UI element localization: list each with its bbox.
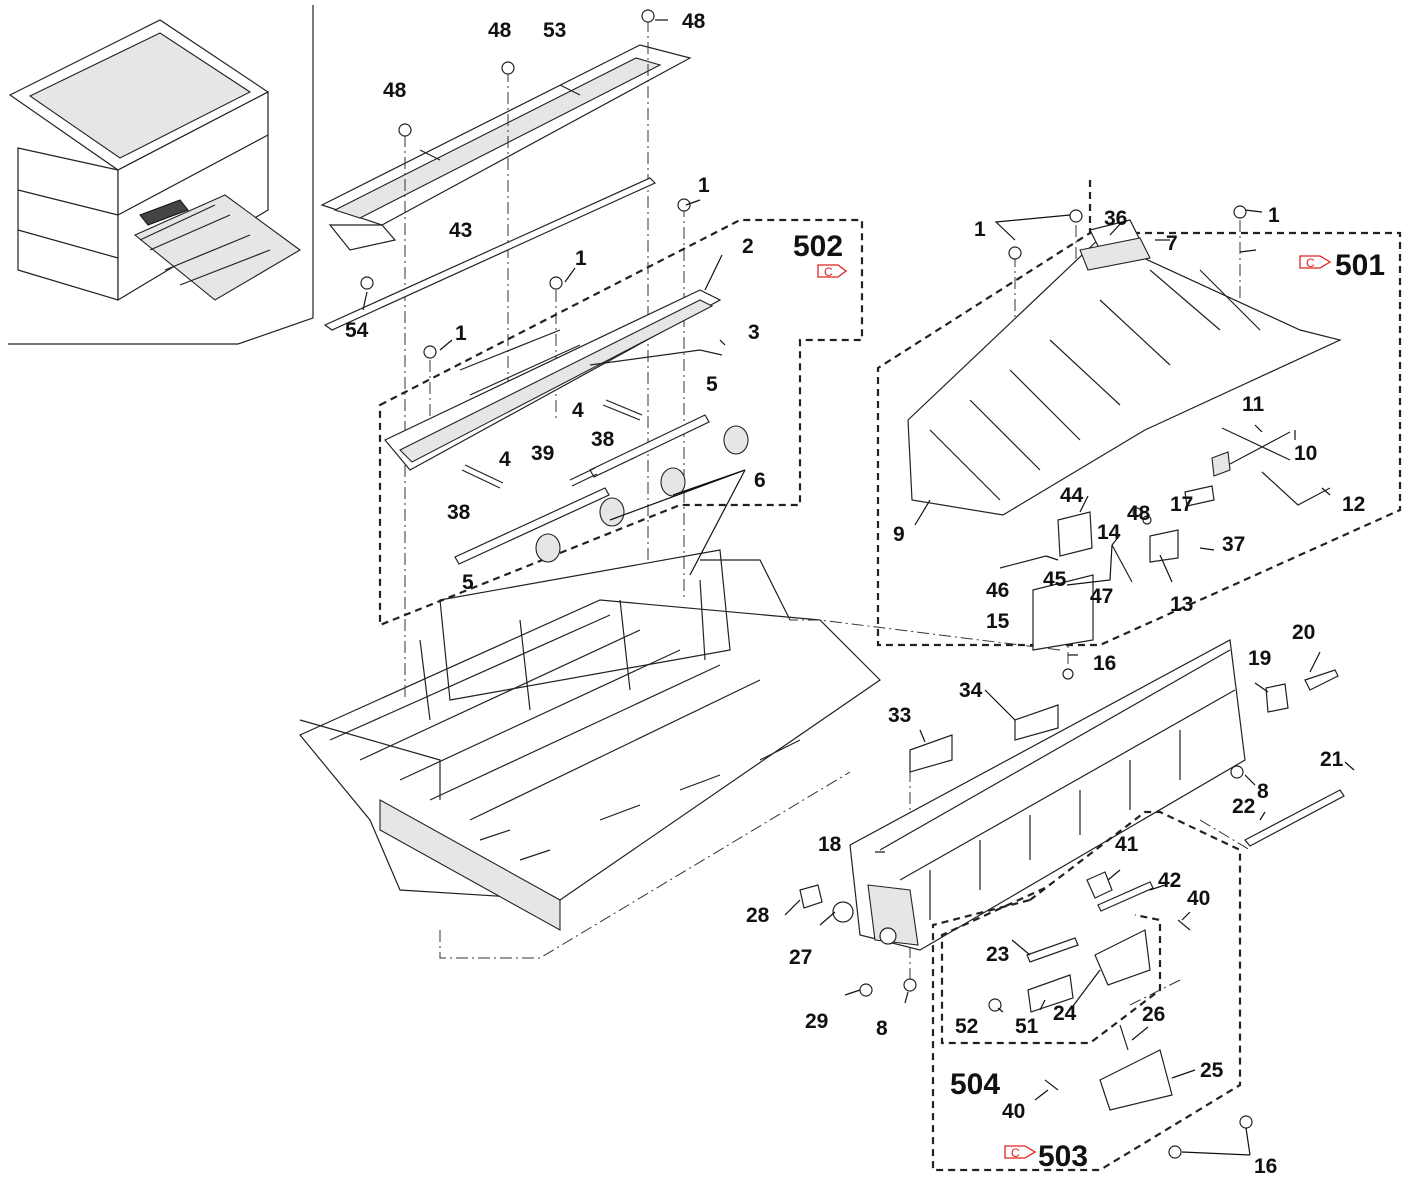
assembly-503-box (931, 810, 1242, 1172)
part-number-labels: 48 48 53 48 1 43 1 2 54 1 3 5 4 38 4 39 … (345, 10, 1365, 1178)
part-label: 40 (1187, 887, 1210, 910)
part-label: 16 (1254, 1155, 1277, 1178)
group-label-504: 504 (950, 1068, 1000, 1101)
ref-mark-502: C (817, 264, 848, 279)
part-label: 11 (1242, 393, 1265, 416)
part-label: 26 (1142, 1003, 1165, 1026)
part-label: 47 (1090, 585, 1113, 608)
part-label: 18 (818, 833, 842, 856)
part-label: 48 (383, 79, 407, 102)
part-label: 25 (1200, 1059, 1224, 1082)
group-label-503: 503 (1038, 1140, 1088, 1173)
svg-text:C: C (1011, 1146, 1020, 1160)
group-label-501: 501 (1335, 249, 1385, 282)
main-frame-assembly (299, 549, 881, 931)
part-label: 23 (986, 943, 1009, 966)
part-label: 21 (1320, 748, 1344, 771)
group-labels: 501 502 503 504 (793, 230, 1385, 1173)
part-label: 40 (1002, 1100, 1025, 1123)
part-label: 13 (1170, 593, 1193, 616)
part-label: 29 (805, 1010, 828, 1033)
svg-text:C: C (1306, 256, 1315, 270)
part-label: 9 (893, 523, 905, 546)
part-label: 4 (572, 399, 584, 422)
part-label: 52 (955, 1015, 978, 1038)
part-label: 1 (698, 174, 710, 197)
part-label: 10 (1294, 442, 1317, 465)
svg-text:C: C (824, 265, 833, 279)
part-label: 22 (1232, 795, 1255, 818)
part-label: 3 (748, 321, 760, 344)
screw-parts (360, 9, 1253, 1159)
group-label-502: 502 (793, 230, 843, 263)
part-label: 14 (1097, 521, 1121, 544)
part-label: 20 (1292, 621, 1315, 644)
assembly-504-box (940, 871, 1191, 1111)
rod-part (323, 177, 657, 331)
ref-mark-501: C (1299, 255, 1332, 270)
part-label: 37 (1222, 533, 1245, 556)
part-label: 34 (959, 679, 983, 702)
part-label: 2 (742, 235, 754, 258)
part-label: 42 (1158, 869, 1181, 892)
part-label: 41 (1115, 833, 1139, 856)
part-label: 1 (455, 322, 467, 345)
part-label: 5 (462, 571, 474, 594)
assembly-501-box (876, 180, 1402, 651)
part-label: 17 (1170, 493, 1193, 516)
part-label: 48 (1127, 502, 1151, 525)
part-label: 38 (591, 428, 615, 451)
machine-overview-inset (8, 5, 314, 345)
part-label: 16 (1093, 652, 1116, 675)
part-label: 1 (575, 247, 587, 270)
part-label: 45 (1043, 568, 1067, 591)
part-label: 33 (888, 704, 911, 727)
assembly-chain-lines (404, 20, 1251, 1006)
upper-rail-part (320, 44, 692, 251)
part-label: 43 (449, 219, 472, 242)
part-label: 36 (1104, 207, 1127, 230)
part-label: 53 (543, 19, 566, 42)
part-label: 44 (1060, 484, 1084, 507)
side-cover-part (799, 639, 1345, 951)
copier-illustration (8, 19, 301, 302)
part-label: 39 (531, 442, 554, 465)
part-label: 38 (447, 501, 471, 524)
part-label: 51 (1015, 1015, 1039, 1038)
part-label: 46 (986, 579, 1009, 602)
part-label: 1 (1268, 204, 1280, 227)
part-label: 1 (974, 218, 986, 241)
part-label: 5 (706, 373, 718, 396)
part-label: 19 (1248, 647, 1271, 670)
part-label: 15 (986, 610, 1010, 633)
part-label: 24 (1053, 1002, 1077, 1025)
part-label: 27 (789, 946, 812, 969)
part-label: 4 (499, 448, 511, 471)
part-label: 12 (1342, 493, 1365, 516)
assembly-502-box (378, 218, 864, 627)
part-label: 48 (682, 10, 706, 33)
part-label: 7 (1166, 232, 1178, 255)
reference-marks: C C C (817, 255, 1332, 1160)
part-label: 48 (488, 19, 512, 42)
part-label: 28 (746, 904, 770, 927)
part-label: 8 (876, 1017, 888, 1040)
part-label: 8 (1257, 780, 1269, 803)
ref-mark-503: C (1004, 1145, 1037, 1160)
leader-lines (362, 19, 1355, 1156)
part-label: 54 (345, 319, 369, 342)
part-label: 6 (754, 469, 766, 492)
